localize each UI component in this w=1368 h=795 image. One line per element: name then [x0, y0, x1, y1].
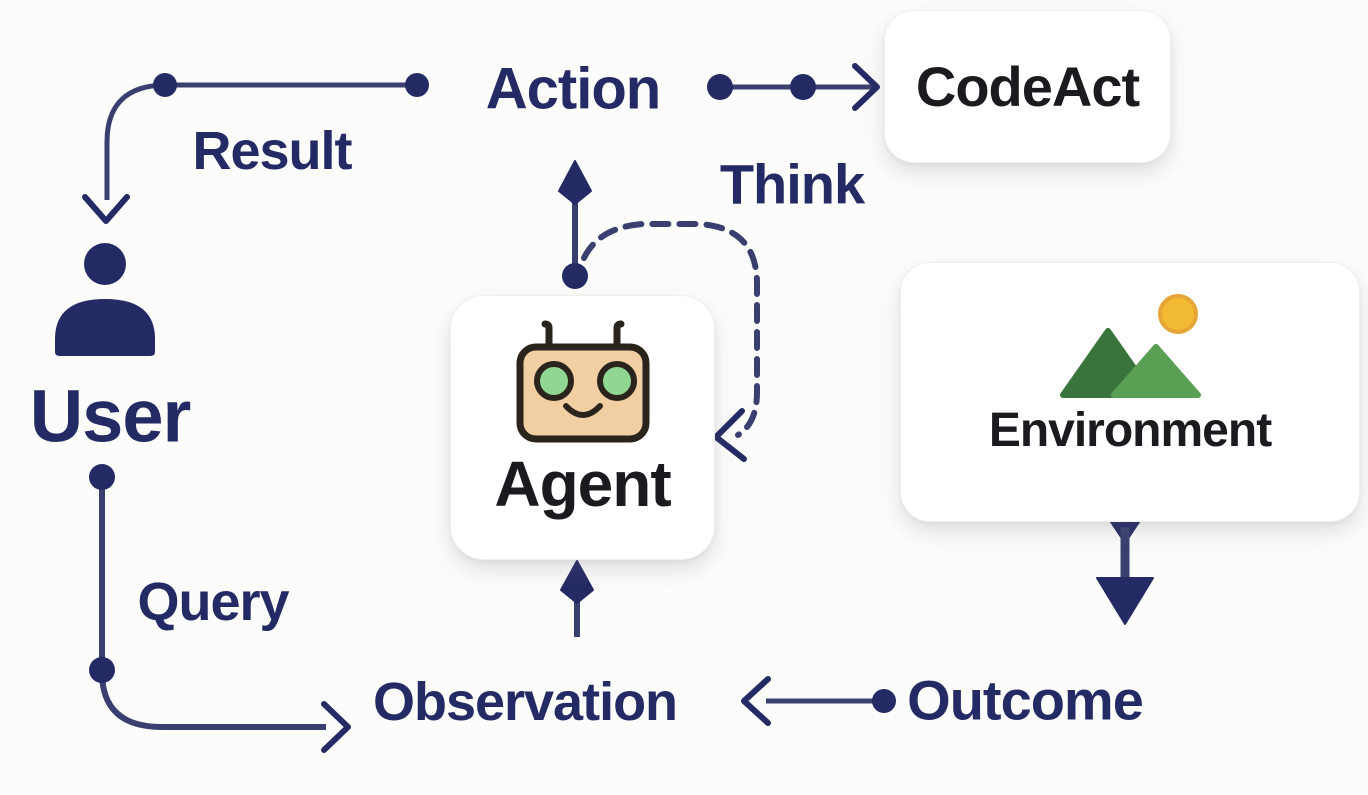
environment-to-outcome-arrow — [1096, 515, 1154, 625]
robot-face-icon — [516, 320, 649, 443]
user-label: User — [29, 374, 192, 458]
think-loop-dashed-arrow — [581, 221, 760, 462]
action-to-codeact-arrow — [707, 63, 880, 111]
observation-to-agent-connector — [560, 560, 594, 637]
observation-label: Observation — [372, 672, 678, 732]
result-label: Result — [192, 121, 352, 181]
action-label: Action — [485, 56, 661, 122]
agent-label: Agent — [494, 448, 671, 520]
environment-node: Environment — [900, 262, 1360, 522]
user-person-icon — [55, 243, 155, 356]
result-arrow — [82, 73, 429, 224]
outcome-label: Outcome — [907, 668, 1144, 732]
agent-to-action-connector — [558, 160, 592, 289]
agent-node: Agent — [450, 295, 715, 560]
codeact-label: CodeAct — [915, 55, 1140, 118]
user-query-arrow — [89, 464, 351, 753]
outcome-to-observation-arrow — [741, 676, 896, 726]
codeact-node: CodeAct — [884, 10, 1171, 163]
environment-label: Environment — [988, 404, 1272, 457]
query-label: Query — [137, 572, 289, 632]
think-label: Think — [719, 152, 865, 216]
mountains-sun-icon — [1059, 294, 1201, 398]
